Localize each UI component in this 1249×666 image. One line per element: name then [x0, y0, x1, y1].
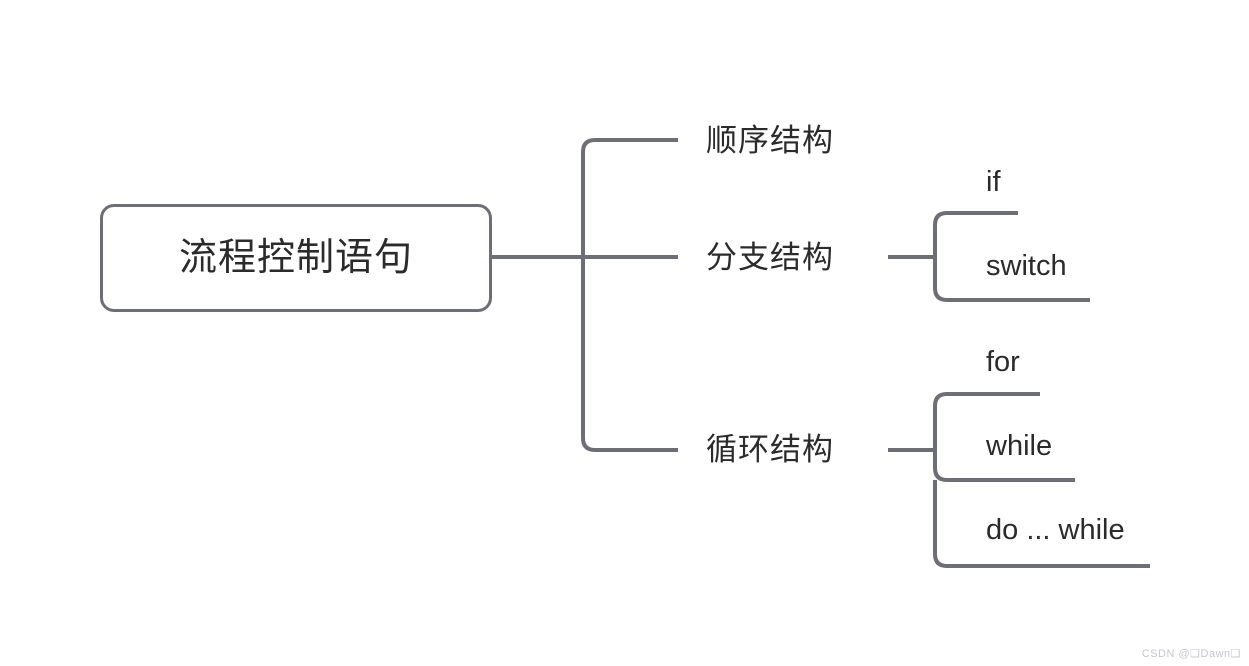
leaf-node-do-while-label: do ... while	[986, 514, 1125, 546]
connector-branch-switch	[933, 257, 1090, 302]
connector-loop-for	[933, 392, 1040, 450]
leaf-node-switch[interactable]: switch	[986, 252, 1067, 281]
root-node-label: 流程控制语句	[178, 237, 413, 279]
branch-node-conditional-label: 分支结构	[706, 240, 834, 275]
leaf-node-switch-label: switch	[986, 250, 1067, 282]
csdn-watermark: CSDN @❑Dawn❑	[1141, 648, 1241, 660]
branch-node-sequential-label: 顺序结构	[706, 123, 834, 158]
branch-node-loop[interactable]: 循环结构	[706, 434, 834, 465]
leaf-node-for-label: for	[986, 346, 1020, 378]
leaf-node-while-label: while	[986, 430, 1053, 462]
connector-main-spine-bottom	[581, 257, 678, 452]
connector-branch-if	[933, 211, 1018, 257]
leaf-node-if[interactable]: if	[986, 168, 1001, 197]
branch-node-loop-label: 循环结构	[706, 432, 834, 467]
connector-loop-dowhile	[933, 480, 1150, 568]
connector-loop-while	[933, 450, 1075, 482]
connector-main-spine-top	[581, 138, 678, 257]
leaf-node-for[interactable]: for	[986, 348, 1020, 377]
leaf-node-do-while[interactable]: do ... while	[986, 516, 1125, 545]
branch-node-conditional[interactable]: 分支结构	[706, 242, 834, 273]
leaf-node-while[interactable]: while	[986, 432, 1052, 461]
leaf-node-if-label: if	[986, 166, 1001, 198]
root-node[interactable]: 流程控制语句	[100, 204, 492, 312]
branch-node-sequential[interactable]: 顺序结构	[706, 125, 834, 156]
